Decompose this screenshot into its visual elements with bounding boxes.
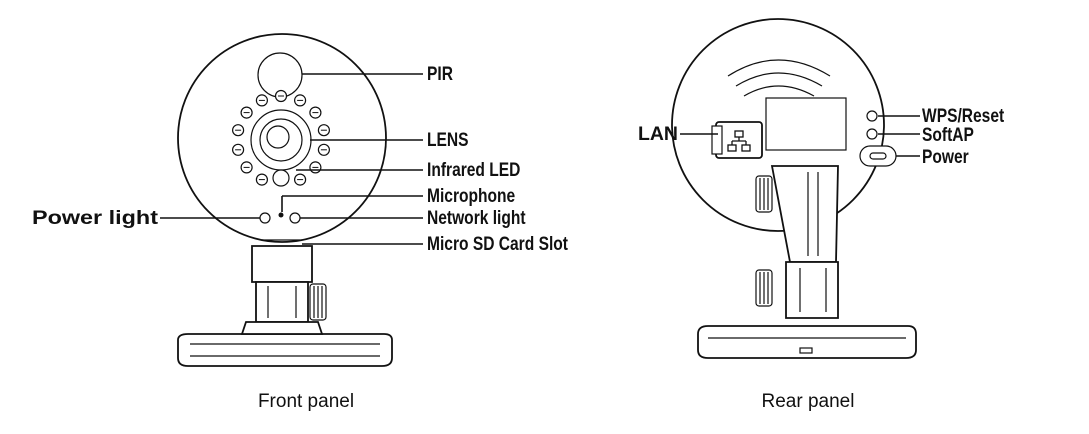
label-pir: PIR <box>427 63 453 85</box>
rear-panel-caption: Rear panel <box>762 391 855 412</box>
lan-port-icon <box>727 130 751 152</box>
lan-glyph-part <box>734 130 744 138</box>
lan-glyph-part <box>731 137 747 145</box>
front-camera-illustration <box>177 33 393 367</box>
lan-glyph-part <box>741 144 751 152</box>
label-power-light: Power light <box>32 208 159 229</box>
lan-glyph-part <box>727 144 737 152</box>
label-lens: LENS <box>427 129 469 151</box>
label-softap: SoftAP <box>922 124 974 146</box>
rear-leader-lines <box>680 115 920 157</box>
label-microphone: Microphone <box>427 185 516 207</box>
label-micro-sd-card-slot: Micro SD Card Slot <box>427 233 568 255</box>
label-power: Power <box>922 146 969 168</box>
label-infrared-led: Infrared LED <box>427 159 520 181</box>
label-network-light: Network light <box>427 207 526 229</box>
rear-camera-illustration <box>671 18 917 359</box>
front-leader-lines <box>160 73 423 245</box>
front-panel-caption: Front panel <box>258 391 354 412</box>
label-wps-reset: WPS/Reset <box>922 105 1004 127</box>
label-lan: LAN <box>638 124 678 145</box>
